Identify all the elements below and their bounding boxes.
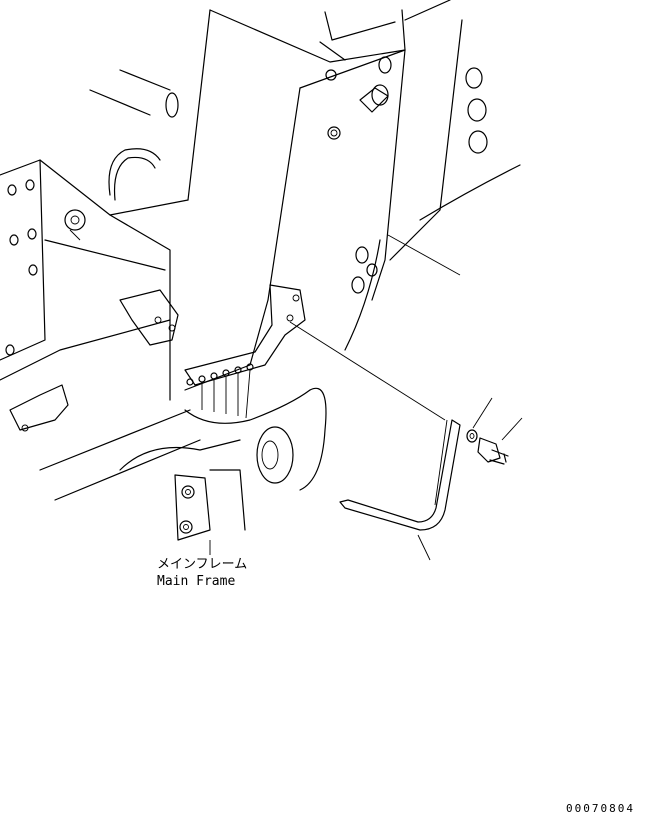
main-frame-label-en: Main Frame <box>157 574 235 589</box>
right-side-plate <box>344 0 521 351</box>
bolt-part <box>477 437 509 465</box>
pivot-hinge <box>119 387 327 541</box>
grease-manifold <box>184 284 306 419</box>
hose-fitting <box>64 69 179 241</box>
leader-lines <box>209 234 523 561</box>
bracket-part <box>339 419 461 531</box>
main-frame-label-jp: メインフレーム <box>157 557 247 572</box>
main-frame-column <box>109 9 406 391</box>
left-cross-member <box>0 159 201 501</box>
washer-part <box>466 429 478 443</box>
drawing-number: 00070804 <box>566 802 635 815</box>
